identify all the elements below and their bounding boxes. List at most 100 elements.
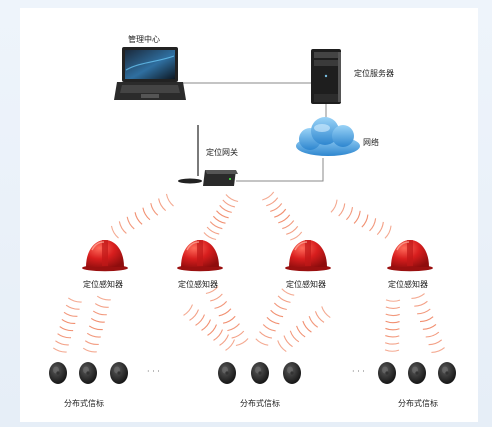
signal-wave-arc xyxy=(183,304,193,316)
signal-wave-arc xyxy=(206,226,220,235)
signal-wave-arc xyxy=(67,297,82,303)
signal-wave-arc xyxy=(219,334,229,346)
signal-wave-arc xyxy=(165,193,174,207)
signal-wave-arc xyxy=(417,308,431,315)
sensor-label-3: 定位感知器 xyxy=(286,280,326,289)
signal-wave-arc xyxy=(384,225,392,239)
signal-wave-arc xyxy=(281,288,295,296)
signal-wave-arc xyxy=(88,325,103,331)
signal-wave-arc xyxy=(255,338,269,346)
beacon-icon xyxy=(283,362,301,384)
signal-wave-arc xyxy=(330,199,338,213)
signal-wave-arc xyxy=(385,327,400,331)
signal-wave-arc xyxy=(86,332,101,338)
signal-wave-arc xyxy=(369,218,377,232)
sensor-helmet-3 xyxy=(284,239,332,272)
signal-wave-arc xyxy=(227,323,240,332)
server-tower-icon xyxy=(311,49,341,104)
beacon-icon xyxy=(49,362,67,384)
signal-wave-arc xyxy=(209,221,223,230)
signal-wave-arc xyxy=(150,202,159,216)
signal-wave-arc xyxy=(63,311,78,317)
beacon-label-3: 分布式信标 xyxy=(398,399,438,408)
signal-wave-arc xyxy=(385,313,400,317)
signal-wave-arc xyxy=(338,203,346,217)
signal-wave-arc xyxy=(431,347,445,353)
signal-wave-arc xyxy=(59,326,74,332)
signal-wave-arc xyxy=(55,340,69,346)
signal-wave-arc xyxy=(262,191,275,201)
signal-wave-arc xyxy=(214,300,228,309)
signal-wave-arc xyxy=(110,225,119,239)
signal-wave-arc xyxy=(216,210,229,219)
signal-waves xyxy=(52,191,445,353)
beacon-icon xyxy=(408,362,426,384)
sensor-helmet-4 xyxy=(386,239,434,272)
signal-wave-arc xyxy=(222,315,236,324)
signal-wave-arc xyxy=(262,324,276,332)
signal-wave-arc xyxy=(273,302,287,311)
signal-wave-arc xyxy=(225,194,239,203)
ellipsis-1: · · · xyxy=(147,367,160,376)
sensor-label-1: 定位感知器 xyxy=(83,280,123,289)
signal-wave-arc xyxy=(425,331,440,338)
signal-wave-arc xyxy=(225,339,235,351)
signal-wave-arc xyxy=(90,318,105,323)
signal-wave-arc xyxy=(270,309,284,318)
signal-wave-arc xyxy=(308,315,319,328)
signal-wave-arc xyxy=(142,207,151,221)
signal-wave-arc xyxy=(61,318,76,325)
signal-wave-arc xyxy=(385,299,401,302)
sensor-helmet-1 xyxy=(81,239,129,272)
signal-wave-arc xyxy=(385,335,400,338)
signal-wave-arc xyxy=(235,338,249,347)
signal-wave-arc xyxy=(218,308,232,317)
signal-wave-arc xyxy=(158,198,167,212)
beacon-icon xyxy=(110,362,128,384)
positioning-gateway-label: 定位网关 xyxy=(206,148,238,157)
beacon-icon xyxy=(79,362,97,384)
signal-wave-arc xyxy=(189,309,199,321)
signal-wave-arc xyxy=(52,347,67,353)
signal-wave-arc xyxy=(277,295,291,303)
beacon-icon xyxy=(438,362,456,384)
signal-wave-arc xyxy=(203,232,217,241)
signal-wave-arc xyxy=(94,303,109,308)
signal-wave-arc xyxy=(361,214,369,228)
gateway-router-icon xyxy=(178,125,238,186)
signal-wave-arc xyxy=(118,221,127,234)
signal-wave-arc xyxy=(376,221,384,235)
signal-wave-arc xyxy=(207,324,217,336)
ellipsis-2: · · · xyxy=(352,367,365,376)
management-center-label: 管理中心 xyxy=(128,35,160,44)
positioning-server-label: 定位服务器 xyxy=(354,69,394,78)
signal-wave-arc xyxy=(96,295,111,301)
signal-wave-arc xyxy=(290,231,303,241)
signal-wave-arc xyxy=(266,197,279,207)
signal-wave-arc xyxy=(266,316,280,325)
signal-wave-arc xyxy=(422,324,437,330)
signal-wave-arc xyxy=(289,330,300,343)
beacon-icon xyxy=(218,362,236,384)
signal-wave-arc xyxy=(286,225,299,235)
diagram-panel xyxy=(20,8,478,422)
network-label: 网络 xyxy=(363,138,379,147)
signal-wave-arc xyxy=(282,220,295,230)
signal-wave-arc xyxy=(428,339,443,346)
signal-wave-arc xyxy=(84,340,99,346)
signal-wave-arc xyxy=(126,216,135,230)
signal-wave-arc xyxy=(231,330,245,339)
gateway-cloud-line xyxy=(236,158,324,182)
signal-wave-arc xyxy=(385,320,400,324)
signal-wave-arc xyxy=(296,325,306,338)
sensor-helmet-2 xyxy=(176,239,224,272)
signal-wave-arc xyxy=(321,306,331,319)
signal-wave-arc xyxy=(419,316,434,323)
signal-wave-arc xyxy=(82,347,97,353)
sensor-label-4: 定位感知器 xyxy=(388,280,428,289)
beacon-group-1 xyxy=(49,362,128,384)
signal-wave-arc xyxy=(302,320,312,333)
signal-wave-arc xyxy=(414,300,428,307)
beacon-label-2: 分布式信标 xyxy=(240,399,280,408)
